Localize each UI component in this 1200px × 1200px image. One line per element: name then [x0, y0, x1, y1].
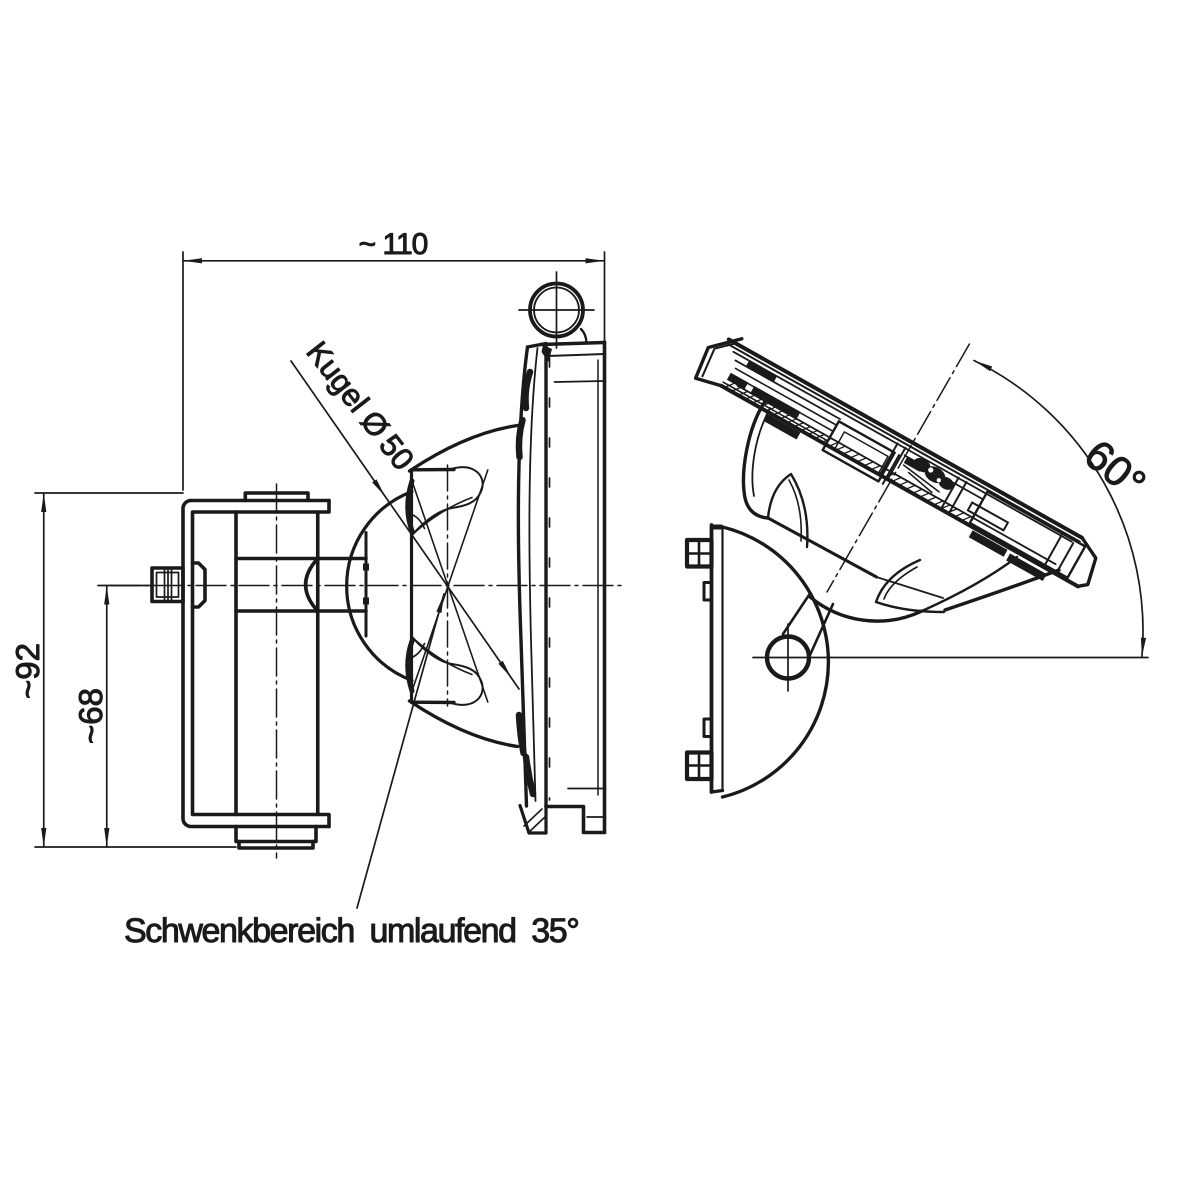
- svg-text:60°: 60°: [1076, 430, 1155, 507]
- svg-text:~68: ~68: [72, 688, 109, 744]
- svg-text:~92: ~92: [9, 643, 46, 699]
- svg-text:Schwenkbereich umlaufend 35°: Schwenkbereich umlaufend 35°: [124, 912, 578, 950]
- svg-text:Kugel Ø 50: Kugel Ø 50: [299, 335, 421, 477]
- svg-text:~ 110: ~ 110: [359, 228, 428, 261]
